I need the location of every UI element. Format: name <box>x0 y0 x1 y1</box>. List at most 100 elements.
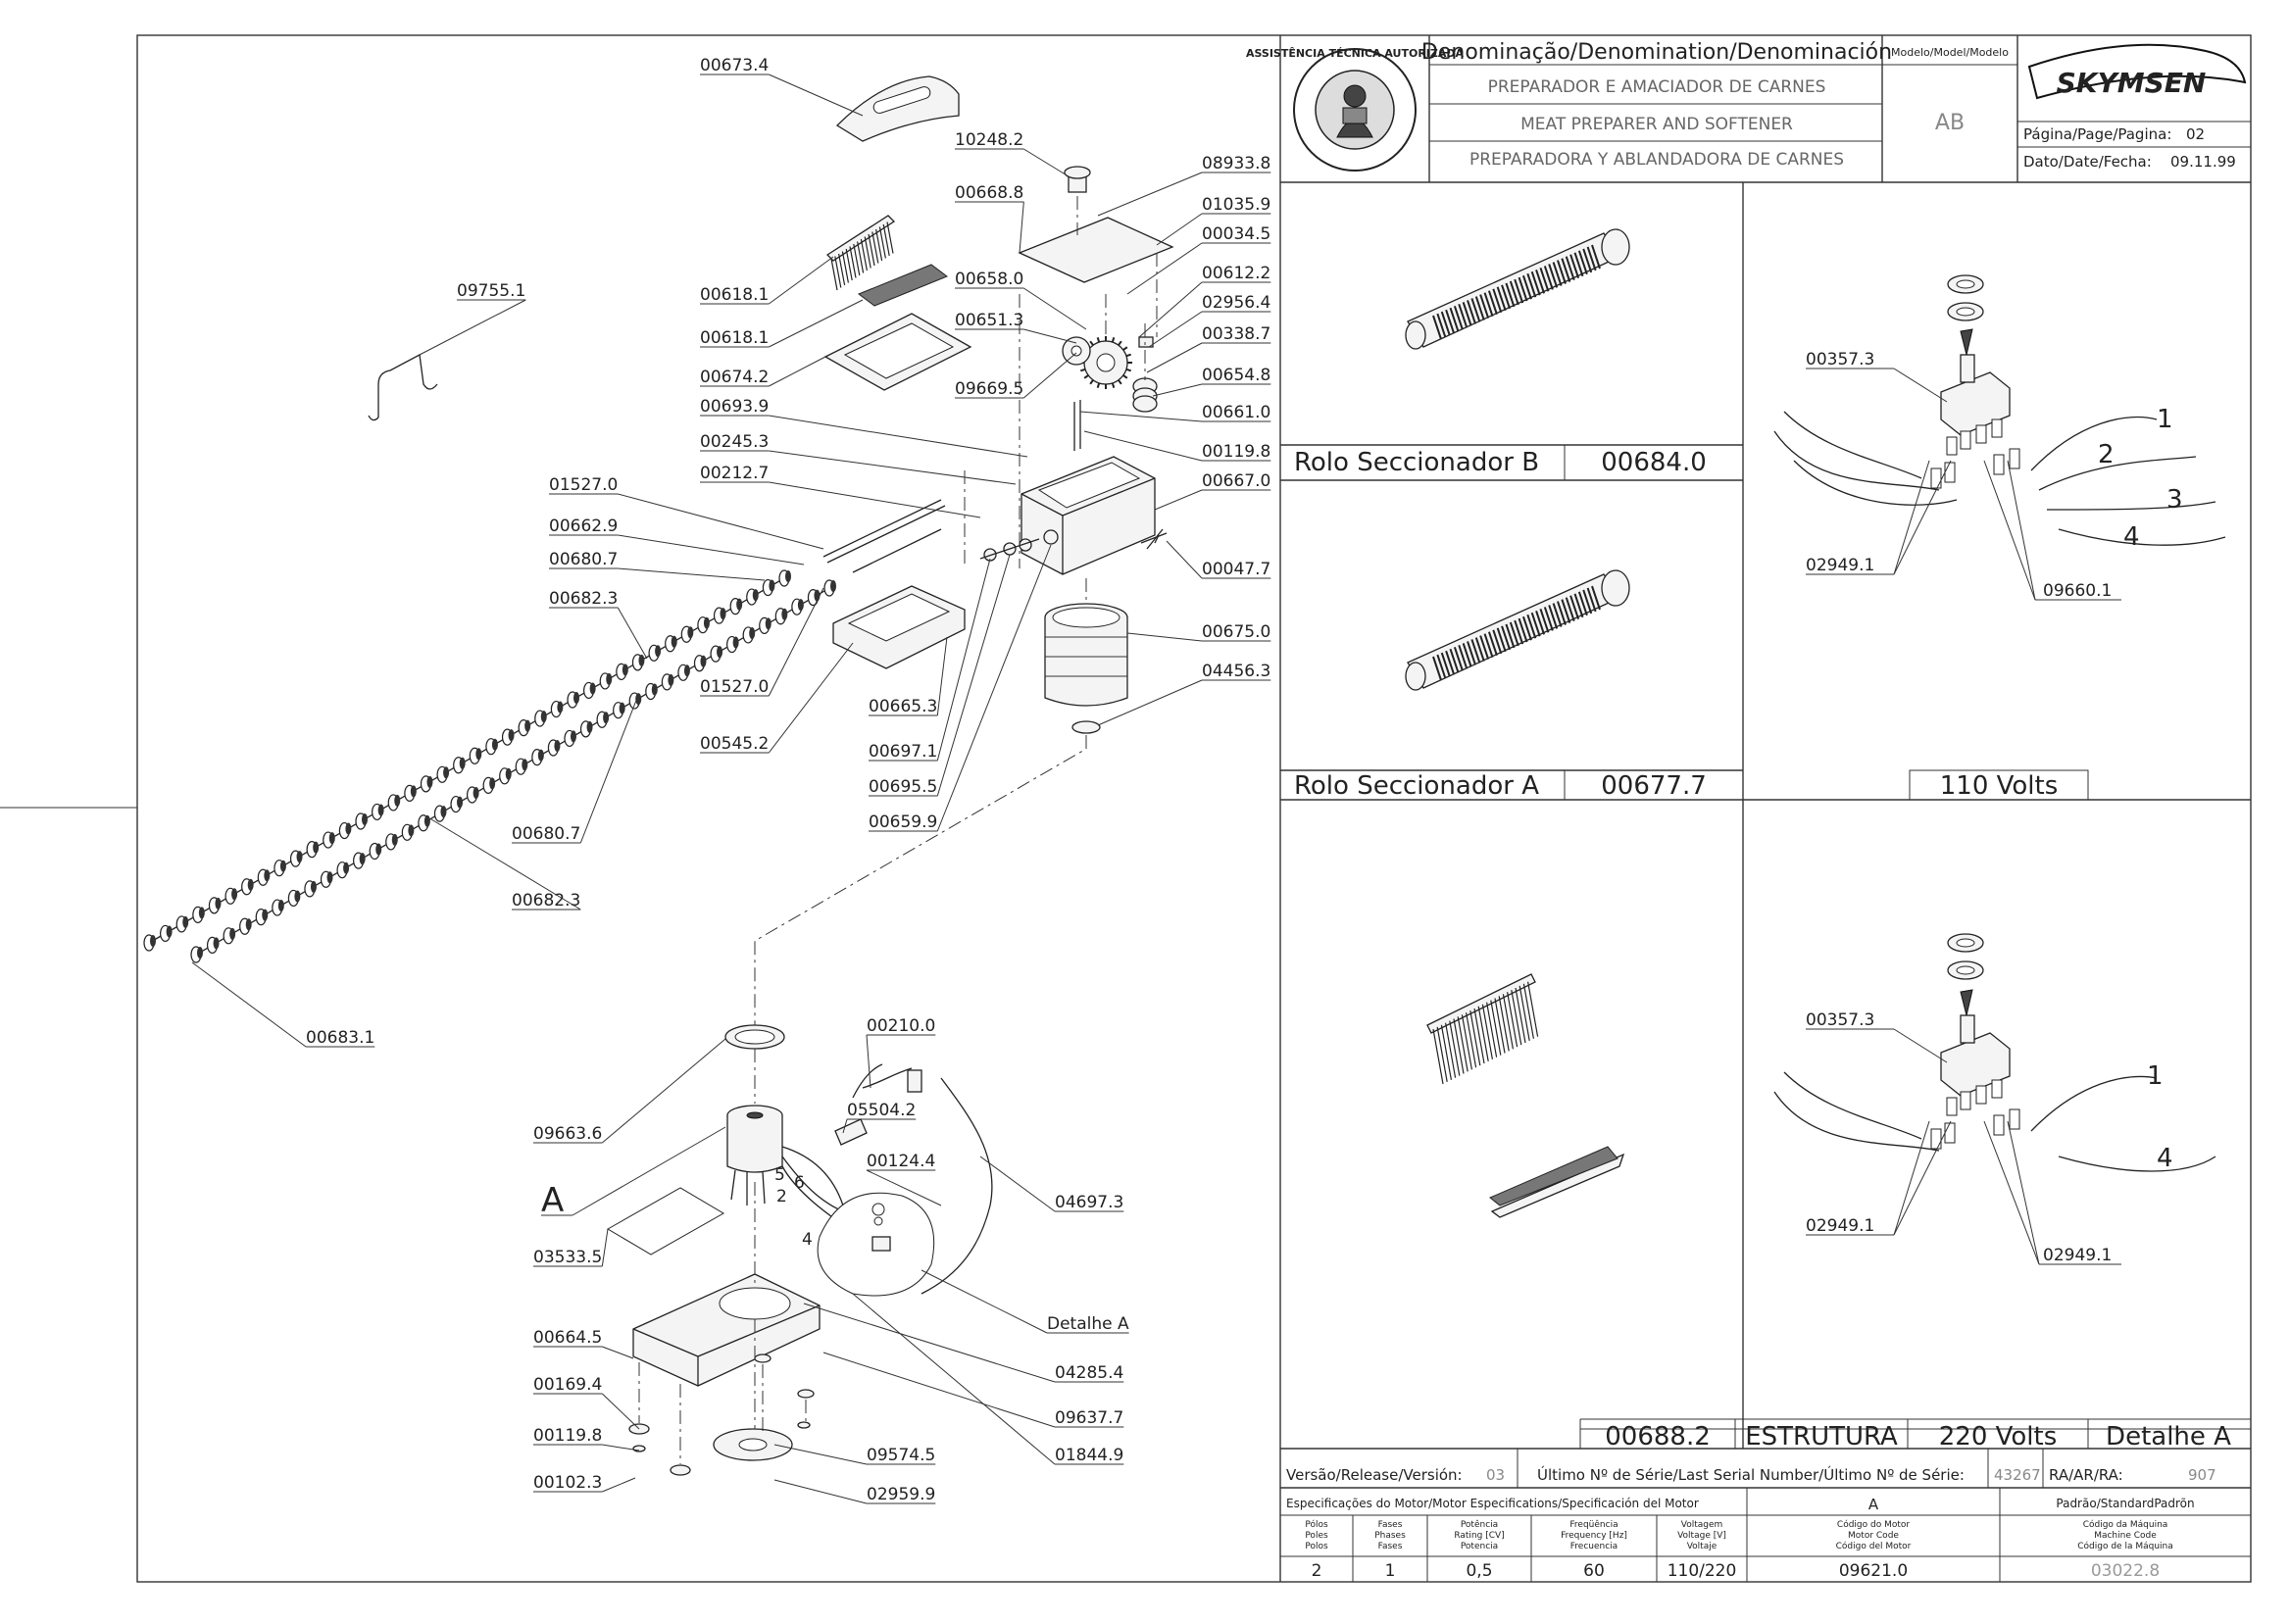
leader-line <box>1097 172 1203 217</box>
rod-part <box>822 499 942 558</box>
part-number-label: 00664.5 <box>533 1328 602 1348</box>
part-number-label: 04456.3 <box>1202 662 1270 681</box>
part-number-label: 00212.7 <box>700 464 769 483</box>
structure-comb-drawing <box>1426 973 1625 1218</box>
col-header: Poles <box>1305 1531 1328 1541</box>
standard-letter: A <box>1868 1496 1879 1513</box>
drawing-border <box>136 34 2252 1583</box>
part-number-label: 01527.0 <box>700 677 769 697</box>
col-header: Potencia <box>1461 1542 1498 1551</box>
insulation-sheet <box>607 1187 724 1255</box>
col-header: Voltagem <box>1681 1520 1723 1530</box>
leader-line <box>768 587 824 697</box>
part-number-label: 00658.0 <box>955 270 1023 289</box>
col-header: Machine Code <box>2094 1531 2157 1541</box>
serial-label: Último Nº de Série/Last Serial Number/Úl… <box>1537 1465 1965 1484</box>
leader-line <box>769 356 826 387</box>
structure-code: 00688.2 <box>1605 1422 1711 1452</box>
voltage-value: 110/220 <box>1668 1561 1737 1581</box>
part-number-label: 00682.3 <box>512 891 580 910</box>
col-header: Voltage [V] <box>1677 1531 1726 1541</box>
structure-label: ESTRUTURA <box>1745 1422 1898 1452</box>
col-header: Frecuencia <box>1570 1542 1618 1551</box>
wiring-110v: 1 2 3 4 00357.3 02949.1 09660.1 <box>1773 274 2226 601</box>
leader-line <box>769 415 1028 458</box>
motor-assembly <box>607 1024 993 1476</box>
part-number-label: 00693.9 <box>700 397 769 417</box>
leader-line <box>1148 311 1203 348</box>
part-number-label: 00697.1 <box>869 742 937 762</box>
drum-part <box>1044 603 1128 707</box>
leader-line <box>1138 281 1203 338</box>
seal-text: ASSISTÊNCIA TÉCNICA AUTORIZADA <box>1246 47 1465 60</box>
date-label: Dato/Date/Fecha: <box>2023 153 2152 171</box>
assembly-lines <box>638 196 1158 1464</box>
wire-number: 1 <box>2147 1061 2164 1091</box>
part-number-label: 00675.0 <box>1202 622 1270 642</box>
wire-number: 6 <box>794 1173 805 1193</box>
version-value: 03 <box>1486 1466 1505 1484</box>
leader-line <box>769 450 1017 485</box>
terminal-code: 02949.1 <box>2043 1246 2112 1265</box>
col-header: Fases <box>1378 1542 1403 1551</box>
terminal-code: 02949.1 <box>1806 556 1874 575</box>
leader-line <box>618 493 824 550</box>
leader-line <box>601 1228 609 1267</box>
leader-line <box>1019 201 1024 254</box>
v220-label: 220 Volts <box>1939 1422 2058 1452</box>
part-number-label: 00680.7 <box>512 824 580 844</box>
part-number-label: 00682.3 <box>549 589 618 609</box>
leader-line <box>430 818 581 910</box>
leader-line <box>866 1169 942 1206</box>
leader-line <box>602 1346 634 1359</box>
skymsen-logo: SKYMSEN <box>2027 43 2247 100</box>
col-header: Polos <box>1305 1542 1328 1551</box>
part-number-label: 00618.1 <box>700 328 769 348</box>
comb-part <box>825 215 896 262</box>
col-header: Voltaje <box>1687 1542 1718 1551</box>
part-number-label: 00545.2 <box>700 734 769 754</box>
leader-line <box>602 1444 640 1452</box>
part-number-label: 10248.2 <box>955 130 1023 150</box>
part-number-label: 01844.9 <box>1055 1446 1123 1465</box>
part-number-label: 00667.0 <box>1202 471 1270 491</box>
part-number-label: 00047.7 <box>1202 560 1270 579</box>
part-number-label: 02959.9 <box>867 1485 935 1504</box>
leader-line <box>419 299 526 356</box>
col-header: Frequency [Hz] <box>1561 1531 1627 1541</box>
part-number-label: 00654.8 <box>1202 366 1270 385</box>
detail-a-label: Detalhe A <box>2106 1422 2231 1452</box>
phases-value: 1 <box>1385 1561 1396 1581</box>
v110-label: 110 Volts <box>1940 771 2059 801</box>
part-number-label: 00662.9 <box>549 517 618 536</box>
wire-number: 3 <box>2166 485 2183 515</box>
wire-number: 4 <box>802 1230 813 1250</box>
exploded-parts <box>143 75 1174 1476</box>
leader-line <box>852 1293 1056 1465</box>
frequency-value: 60 <box>1583 1561 1605 1581</box>
name-english: MEAT PREPARER AND SOFTENER <box>1520 115 1793 134</box>
col-header: Freqüência <box>1569 1519 1618 1530</box>
roller-b-code: 00684.0 <box>1601 448 1707 477</box>
leader-line <box>842 1118 848 1134</box>
leader-line <box>866 1034 871 1089</box>
standard-header: Padrão/StandardPadrõn <box>2056 1497 2194 1510</box>
leader-line <box>769 299 864 348</box>
model-value: AB <box>1935 111 1965 135</box>
leader-line <box>936 636 948 716</box>
lid-plate-part <box>1018 217 1174 283</box>
wire-number: 4 <box>2157 1144 2173 1173</box>
col-header: Rating [CV] <box>1454 1531 1504 1541</box>
part-number-label: 09574.5 <box>867 1446 935 1465</box>
wire-number: 5 <box>774 1165 785 1185</box>
leader-line <box>1022 352 1077 399</box>
machine-code-value: 03022.8 <box>2091 1561 2160 1581</box>
part-number-label: 00618.1 <box>700 285 769 305</box>
leader-line <box>618 534 805 566</box>
wire-number: 2 <box>2098 440 2115 469</box>
part-number-label: 00169.4 <box>533 1375 602 1395</box>
leader-line <box>1154 489 1203 511</box>
version-label: Versão/Release/Versión: <box>1286 1466 1463 1484</box>
leader-line <box>773 1479 868 1504</box>
